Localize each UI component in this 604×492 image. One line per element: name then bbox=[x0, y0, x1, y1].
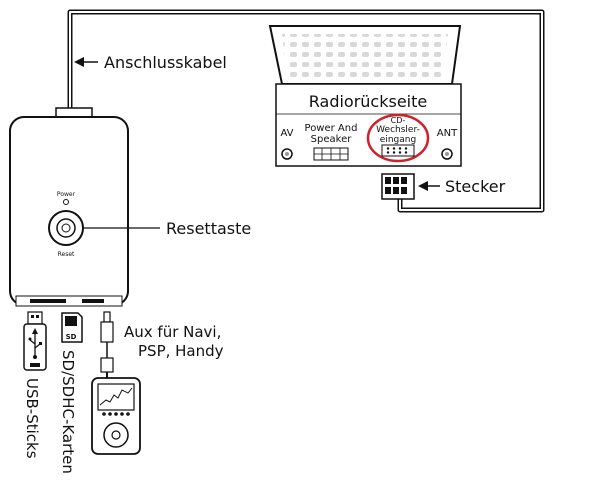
radio-back-label: Radiorückseite bbox=[309, 92, 427, 111]
plug-arrow bbox=[418, 181, 440, 191]
usb-sticks-label: USB-Sticks bbox=[23, 378, 41, 459]
cable-arrow bbox=[74, 57, 98, 67]
cd-changer-port bbox=[381, 144, 415, 157]
port-cd-label-line3: eingang bbox=[380, 135, 416, 145]
port-cd-label-line1: CD- bbox=[391, 116, 406, 125]
port-power-label-line2: Speaker bbox=[311, 134, 353, 145]
cable-label: Anschlusskabel bbox=[104, 53, 227, 72]
port-power-label-line1: Power And bbox=[305, 123, 358, 134]
main-device bbox=[9, 107, 129, 307]
device-reset-label: Reset bbox=[58, 251, 75, 258]
port-ant-label: ANT bbox=[437, 128, 458, 139]
power-speaker-port bbox=[313, 147, 349, 161]
sd-icon-text: SD bbox=[66, 333, 77, 341]
aux-cable bbox=[100, 311, 114, 378]
plug-connector bbox=[381, 173, 415, 200]
aux-label-line2: PSP, Handy bbox=[138, 342, 224, 360]
sd-card-icon: SD bbox=[61, 312, 83, 343]
cd-port-highlight bbox=[366, 113, 430, 163]
port-cd-label-line2: Wechsler- bbox=[376, 125, 420, 135]
radio-unit bbox=[268, 25, 462, 167]
device-power-label: Power bbox=[57, 191, 76, 198]
mp3-player-icon bbox=[91, 377, 141, 455]
sd-cards-label: SD/SDHC-Karten bbox=[59, 350, 77, 474]
port-av-label: AV bbox=[280, 128, 293, 139]
plug-label: Stecker bbox=[445, 177, 506, 196]
power-led bbox=[63, 199, 69, 205]
reset-button-label: Resettaste bbox=[166, 219, 251, 238]
reset-button bbox=[48, 210, 84, 246]
aux-label-line1: Aux für Navi, bbox=[124, 323, 221, 341]
usb-stick-icon bbox=[23, 311, 47, 371]
